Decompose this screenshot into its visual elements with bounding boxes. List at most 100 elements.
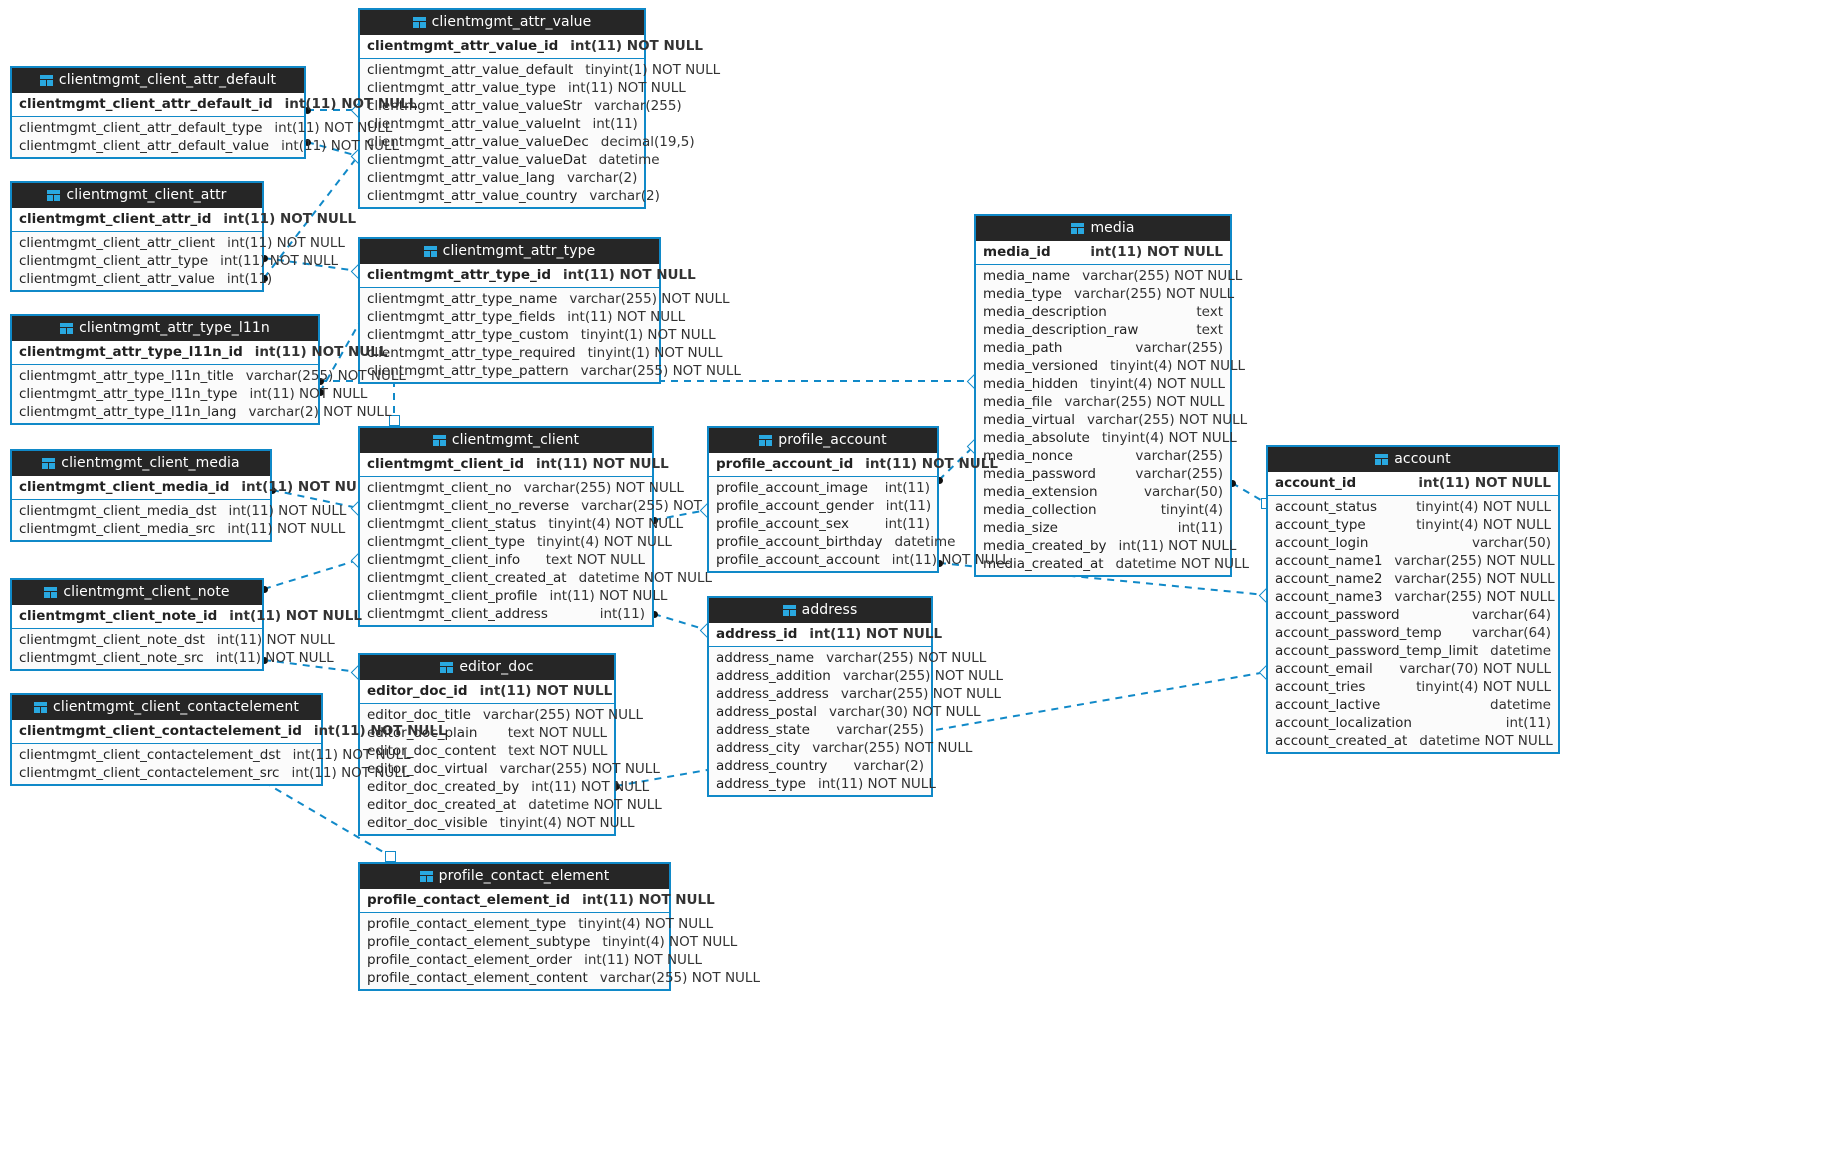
entity-table-header[interactable]: editor_doc bbox=[360, 655, 614, 680]
entity-table-header[interactable]: clientmgmt_client bbox=[360, 428, 652, 453]
entity-table-header[interactable]: clientmgmt_attr_type bbox=[360, 239, 659, 264]
entity-table-clientmgmt_attr_value[interactable]: clientmgmt_attr_value clientmgmt_attr_val… bbox=[358, 8, 720, 209]
entity-table-clientmgmt_client_attr[interactable]: clientmgmt_client_attr clientmgmt_client_… bbox=[10, 181, 356, 292]
entity-table-header[interactable]: profile_account bbox=[709, 428, 937, 453]
entity-table-header[interactable]: clientmgmt_client_contactelement bbox=[12, 695, 321, 720]
entity-table-header[interactable]: clientmgmt_client_attr_default bbox=[12, 68, 304, 93]
entity-table-header[interactable]: clientmgmt_attr_value bbox=[360, 10, 644, 35]
entity-table-header[interactable]: clientmgmt_client_note bbox=[12, 580, 262, 605]
entity-table-header[interactable]: clientmgmt_client_attr bbox=[12, 183, 262, 208]
entity-table-header[interactable]: profile_contact_element bbox=[360, 864, 669, 889]
